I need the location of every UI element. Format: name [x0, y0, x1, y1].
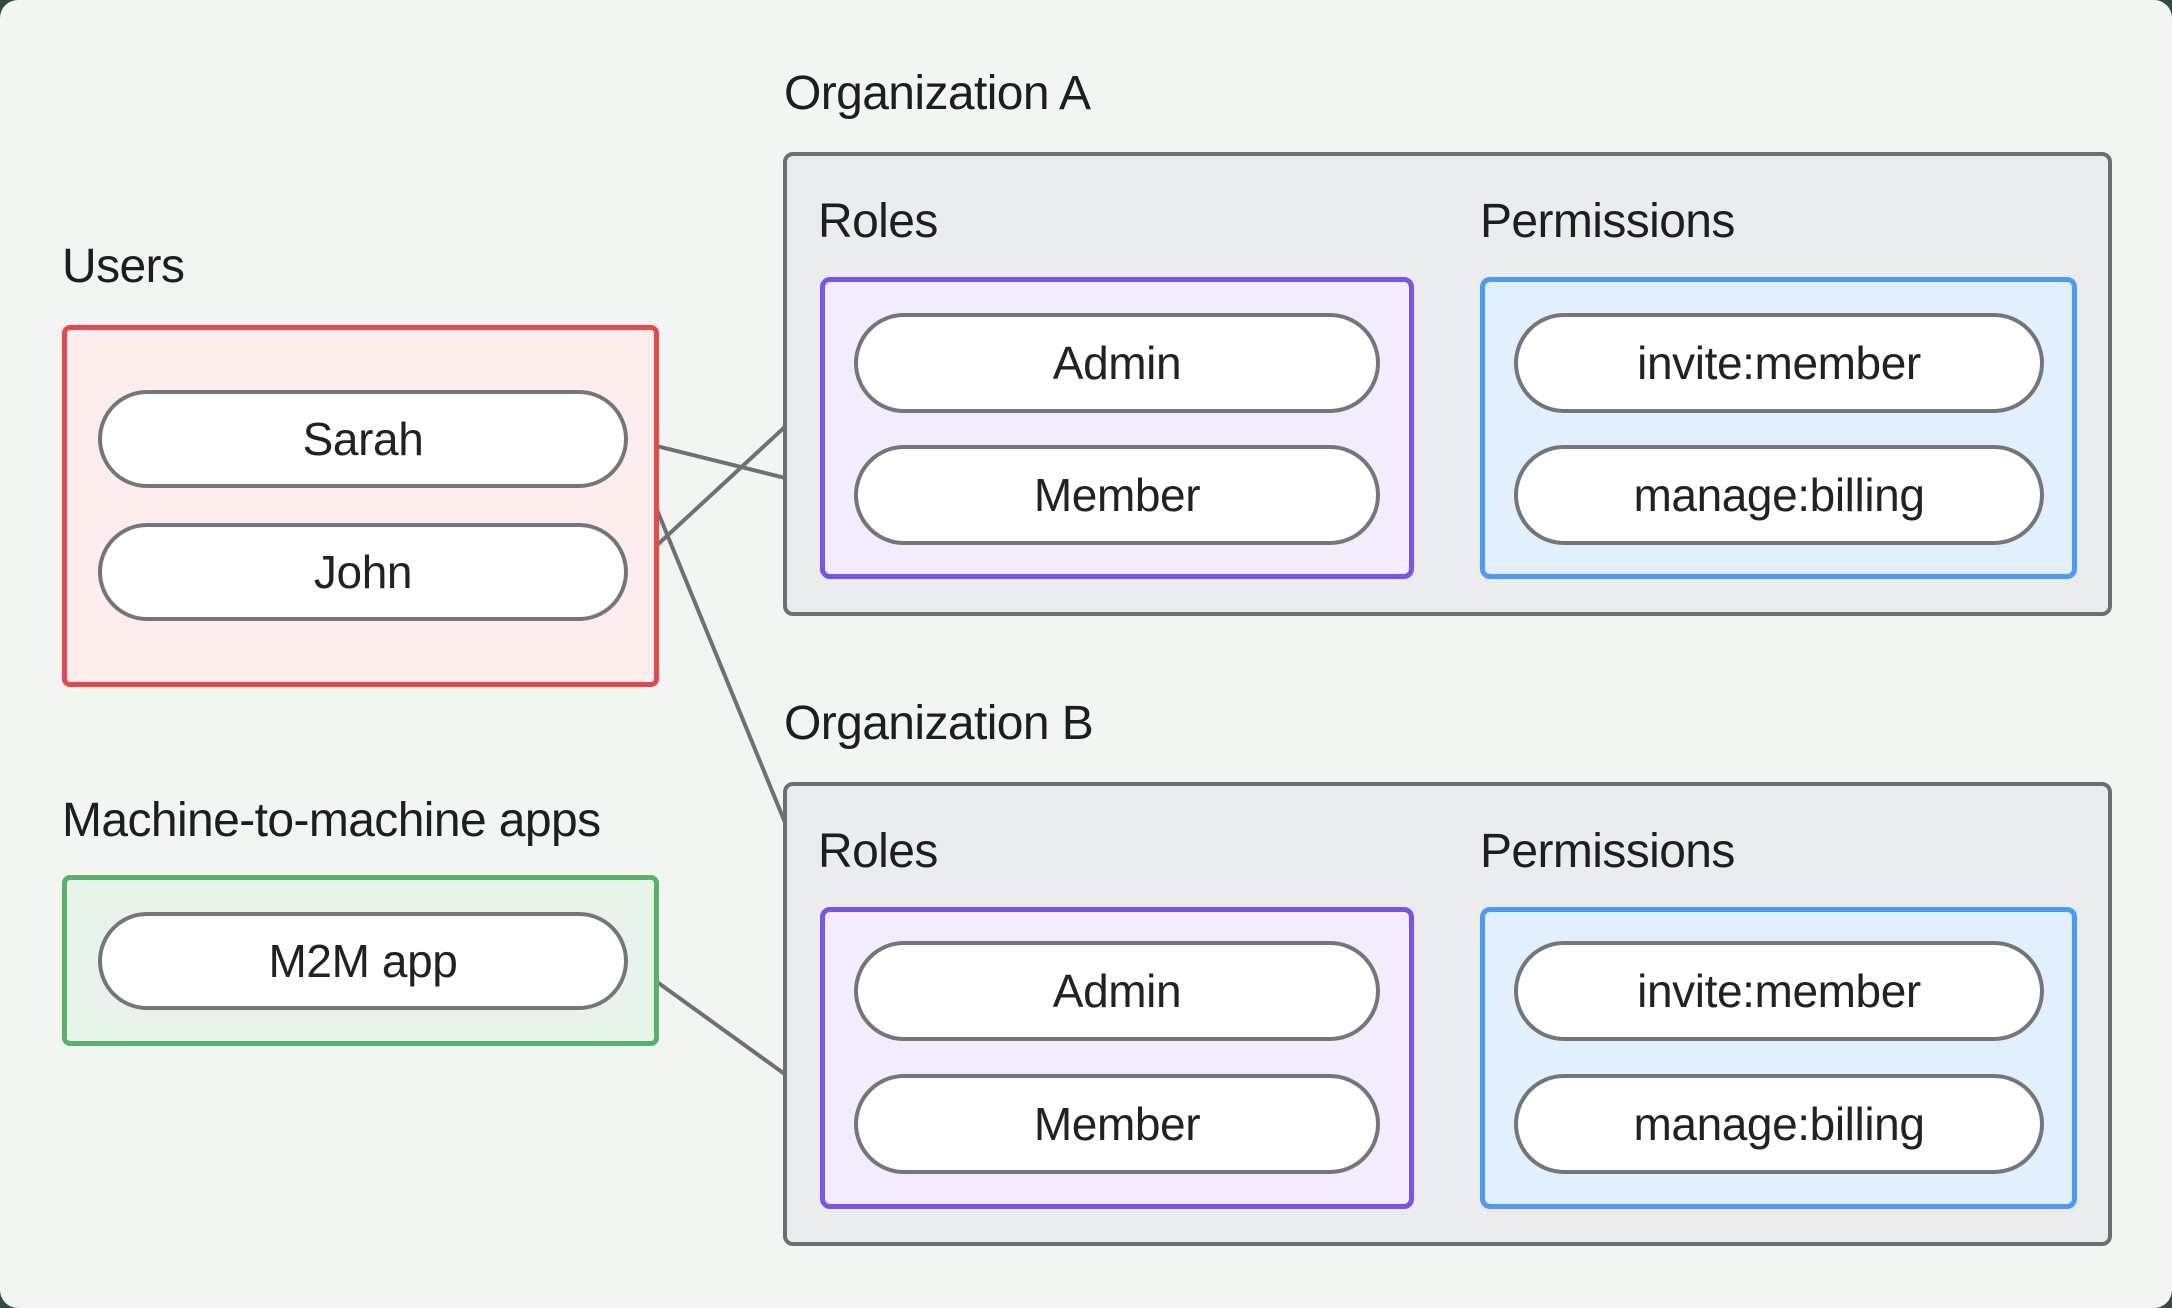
- org-a-role-admin-label: Admin: [1052, 337, 1182, 389]
- org-b-role-member-label: Member: [1033, 1098, 1201, 1150]
- org-a-role-member: Member: [854, 445, 1380, 545]
- org-b-title: Organization B: [784, 697, 1094, 750]
- org-b-role-member: Member: [854, 1074, 1380, 1174]
- users-group-box: [62, 325, 659, 687]
- user-node-sarah: Sarah: [98, 390, 628, 488]
- org-b-role-admin: Admin: [854, 941, 1380, 1041]
- org-a-title: Organization A: [784, 67, 1091, 120]
- org-a-role-member-label: Member: [1033, 469, 1201, 521]
- user-node-john: John: [98, 523, 628, 621]
- org-b-permission-manage-billing-label: manage:billing: [1633, 1098, 1925, 1150]
- m2m-app-node-label: M2M app: [268, 935, 458, 987]
- org-b-role-admin-label: Admin: [1052, 965, 1182, 1017]
- org-a-role-admin: Admin: [854, 313, 1380, 413]
- org-a-permission-invite-member: invite:member: [1514, 313, 2044, 413]
- org-b-roles-label: Roles: [818, 825, 938, 878]
- org-a-roles-label: Roles: [818, 195, 938, 248]
- org-b-permission-invite-member: invite:member: [1514, 941, 2044, 1041]
- user-node-sarah-label: Sarah: [302, 413, 424, 465]
- org-a-permission-manage-billing: manage:billing: [1514, 445, 2044, 545]
- org-a-permission-invite-member-label: invite:member: [1637, 337, 1921, 389]
- org-a-permissions-label: Permissions: [1480, 195, 1735, 248]
- org-a-permission-manage-billing-label: manage:billing: [1633, 469, 1925, 521]
- users-group-label: Users: [62, 240, 185, 293]
- user-node-john-label: John: [313, 546, 413, 598]
- m2m-app-node: M2M app: [98, 912, 628, 1010]
- org-b-permission-manage-billing: manage:billing: [1514, 1074, 2044, 1174]
- m2m-group-label: Machine-to-machine apps: [62, 794, 601, 847]
- org-b-permission-invite-member-label: invite:member: [1637, 965, 1921, 1017]
- org-b-permissions-label: Permissions: [1480, 825, 1735, 878]
